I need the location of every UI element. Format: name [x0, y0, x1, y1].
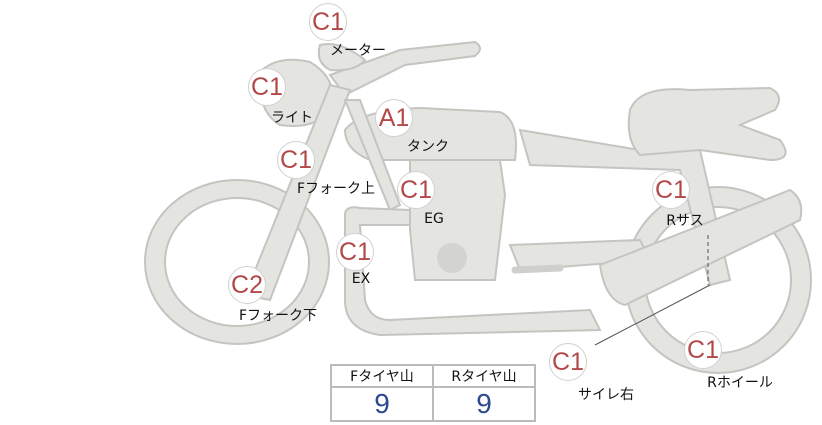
- leader-line: [594, 284, 711, 346]
- label-ffork-upper: Fフォーク上: [296, 181, 376, 197]
- label-light: ライト: [271, 110, 313, 126]
- grade-badge-ex: C1: [336, 233, 374, 271]
- grade-badge-ffork-upper: C1: [277, 141, 315, 179]
- engine-cover: [437, 243, 467, 273]
- label-meter: メーター: [330, 43, 386, 59]
- label-eg: EG: [424, 211, 444, 227]
- tire-tread-table: Fタイヤ山 Rタイヤ山 9 9: [330, 364, 536, 422]
- label-tank: タンク: [407, 139, 449, 155]
- footpeg: [511, 264, 564, 274]
- grade-badge-tank: A1: [375, 99, 413, 137]
- grade-badge-silencer-right: C1: [549, 343, 587, 381]
- label-ex: EX: [351, 271, 371, 287]
- grade-badge-rwheel: C1: [684, 331, 722, 369]
- header-rear-tire: Rタイヤ山: [432, 364, 536, 388]
- front-wheel: [143, 179, 331, 345]
- handlebar: [328, 40, 481, 97]
- muffler: [598, 188, 803, 307]
- seat: [627, 86, 787, 162]
- grade-badge-light: C1: [248, 68, 286, 106]
- value-front-tire: 9: [330, 386, 434, 422]
- front-fork: [243, 83, 352, 302]
- meter: [317, 43, 367, 72]
- label-ffork-lower: Fフォーク下: [238, 308, 318, 324]
- header-front-tire: Fタイヤ山: [330, 364, 434, 388]
- grade-badge-ffork-lower: C2: [228, 266, 266, 304]
- grade-badge-eg: C1: [397, 171, 435, 209]
- frame-down: [343, 99, 402, 212]
- label-rsus: Rサス: [666, 213, 704, 229]
- label-rwheel: Rホイール: [707, 375, 773, 391]
- value-rear-tire: 9: [432, 386, 536, 422]
- label-silencer-right: サイレ右: [578, 387, 634, 403]
- grade-badge-meter: C1: [309, 3, 347, 41]
- exhaust: [344, 206, 602, 337]
- grade-badge-rsus: C1: [652, 171, 690, 209]
